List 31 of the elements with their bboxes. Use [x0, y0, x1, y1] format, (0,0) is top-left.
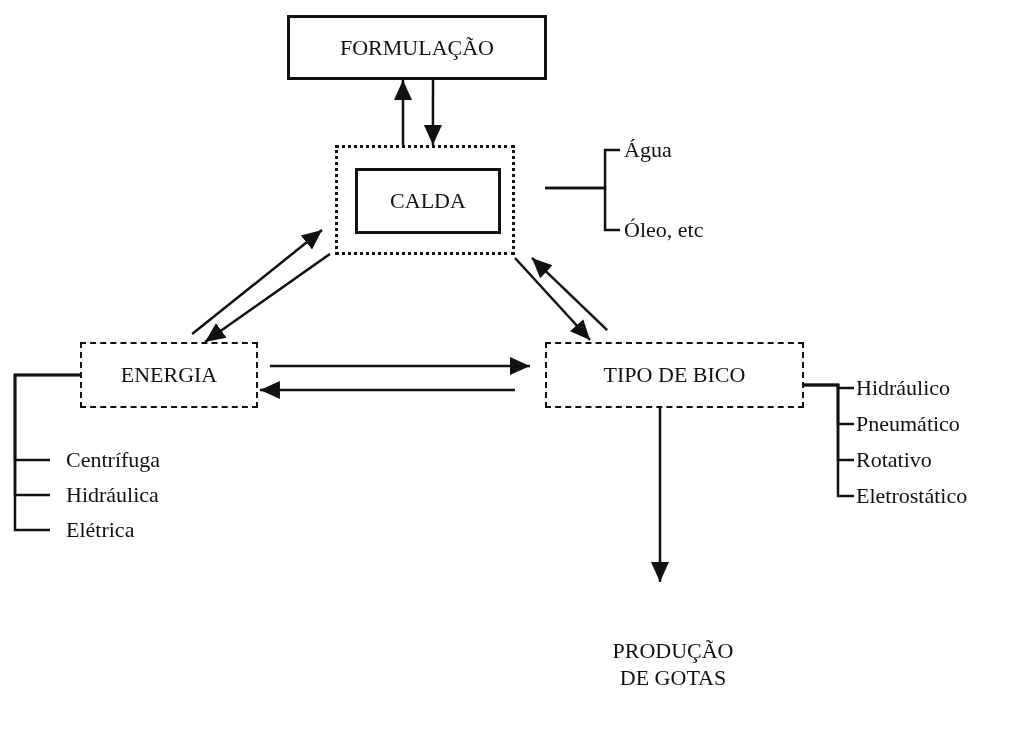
process-box: [355, 168, 501, 234]
arrow: [394, 80, 412, 145]
box-label: ENERGIA: [120, 361, 218, 389]
box-label: TIPO DE BICO: [603, 361, 746, 389]
arrow: [423, 80, 442, 145]
box-label: CALDA: [390, 187, 466, 215]
list-item: Hidráulica: [66, 481, 159, 509]
arrow: [269, 357, 530, 375]
arrow: [531, 257, 609, 332]
arrow: [191, 229, 323, 336]
bracket-line: [545, 186, 620, 232]
bracket-line: [13, 373, 80, 532]
list-item: Eletrostático: [856, 482, 968, 510]
dashed-box: [545, 342, 804, 408]
list-item: Centrífuga: [66, 446, 161, 474]
list-item: Água: [624, 136, 672, 164]
list-item: Óleo, etc: [624, 216, 704, 244]
arrow: [259, 381, 515, 399]
arrow: [514, 257, 591, 341]
dotted-frame: [335, 145, 515, 255]
list-item: Elétrica: [66, 516, 135, 544]
arrow: [651, 408, 669, 582]
box-label: FORMULAÇÃO: [340, 33, 494, 62]
process-box: [287, 15, 547, 80]
list-item: Hidráulico: [856, 374, 951, 402]
list-item: Rotativo: [856, 446, 932, 474]
output-text: PRODUÇÃO DE GOTAS: [611, 636, 735, 692]
bracket-line: [804, 383, 854, 498]
arrow: [204, 252, 331, 344]
list-item: Pneumático: [856, 410, 960, 438]
dashed-box: [80, 342, 258, 408]
